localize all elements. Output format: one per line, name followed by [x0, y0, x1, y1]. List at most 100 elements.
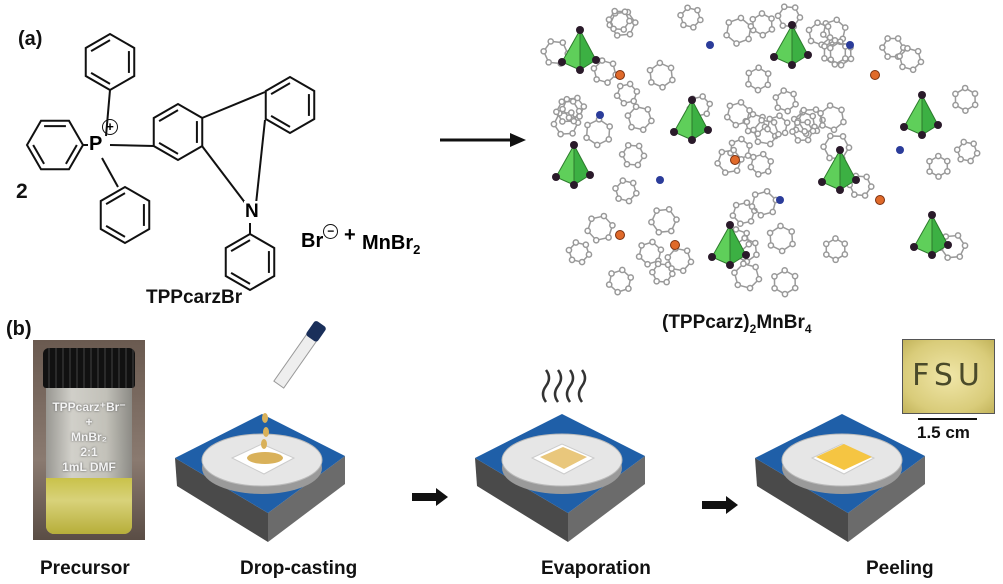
carbon-atom: [751, 191, 759, 198]
phenyl-ring-top: [84, 32, 136, 92]
carbon-atom: [952, 90, 959, 98]
carbon-atom: [559, 39, 567, 46]
carbon-atom: [679, 267, 687, 275]
carbon-atom: [822, 251, 830, 258]
step-evaporation: Evaporation: [541, 558, 651, 579]
carbon-atom: [775, 130, 782, 138]
carbon-atom: [578, 258, 586, 266]
phenyl-ball-stick: [550, 109, 582, 138]
bromide-label: Br: [301, 230, 324, 252]
phosphorus-atom: [870, 70, 880, 80]
nitrogen-atom: [846, 41, 854, 49]
carbon-atom: [733, 167, 741, 174]
carbon-atom: [809, 127, 817, 135]
carbon-atom: [737, 14, 745, 22]
carbon-atom: [753, 251, 760, 259]
vial-solution: [46, 478, 132, 534]
mnbr4-tetrahedron: [708, 221, 750, 269]
carbon-atom: [746, 284, 754, 292]
bond: [255, 119, 266, 205]
carbon-atom: [558, 98, 566, 106]
double-bond: [65, 144, 78, 165]
carbon-atom: [575, 107, 583, 115]
carbon-atom: [783, 119, 791, 127]
bond: [109, 144, 155, 147]
carbon-atom: [559, 105, 566, 113]
peeling-platform: [755, 414, 925, 542]
tetra-face: [691, 99, 709, 141]
phenyl-ball-stick: [613, 80, 641, 107]
carbon-atom: [605, 234, 612, 241]
carbon-atom: [640, 152, 648, 160]
carbon-atom: [569, 130, 576, 137]
ring-bonds: [224, 232, 276, 292]
carbon-atom: [547, 38, 555, 45]
mnbr4-tetrahedron: [558, 26, 600, 74]
carbon-atom: [590, 65, 598, 72]
carbon-atom: [620, 26, 628, 33]
bromine-atom: [852, 176, 860, 184]
vial-text-line: +: [85, 415, 93, 429]
carbon-atom: [780, 87, 788, 94]
ring-bonds: [152, 102, 204, 162]
carbon-atom: [861, 192, 869, 199]
carbon-atom: [749, 153, 757, 161]
ring-bonds: [954, 87, 976, 112]
platform-side-left: [475, 458, 568, 542]
carbon-atom: [583, 134, 590, 142]
carbon-atom: [747, 22, 755, 30]
nitrogen-atom: [776, 196, 784, 204]
carbon-atom: [572, 239, 580, 246]
carbon-atom: [706, 100, 714, 108]
carbon-atom: [557, 130, 564, 138]
carbon-atom: [884, 35, 891, 42]
carbon-atom: [850, 191, 858, 199]
carbon-atom: [781, 266, 789, 274]
phenyl-ball-stick: [731, 260, 763, 292]
carbon-atom: [673, 216, 680, 223]
ring-bonds: [823, 39, 847, 66]
carbon-atom: [616, 82, 624, 90]
carbon-atom: [781, 129, 789, 137]
double-bond: [230, 239, 251, 252]
carbon-atom: [745, 69, 753, 77]
carbon-atom: [748, 203, 756, 210]
carbon-atom: [610, 25, 617, 33]
tetra-face: [791, 24, 809, 66]
phenyl-ball-stick: [664, 245, 695, 275]
phenyl-ball-stick: [649, 260, 676, 286]
carbon-atom: [626, 30, 634, 38]
bromine-atom: [708, 253, 716, 261]
carbon-atom: [752, 263, 759, 271]
carbon-atom: [653, 207, 660, 214]
bromine-atom: [910, 243, 918, 251]
carbon-atom: [732, 121, 740, 129]
carbon-atom: [580, 103, 588, 110]
phenyl-ball-stick: [926, 152, 951, 180]
carbon-atom: [582, 241, 590, 249]
carbon-atom: [728, 139, 736, 147]
bromine-atom: [928, 251, 936, 259]
bromine-atom: [900, 123, 908, 131]
carbon-atom: [747, 217, 755, 225]
phenyl-ball-stick: [750, 116, 782, 148]
carbon-atom: [664, 253, 672, 261]
carbon-atom: [822, 240, 830, 248]
vial-cap: [43, 348, 135, 388]
carbon-atom: [954, 232, 962, 239]
carbon-atom: [749, 15, 757, 23]
phenyl-ball-stick: [745, 64, 772, 94]
carbon-atom: [667, 64, 675, 72]
bromine-atom: [788, 61, 796, 69]
carbon-atom: [644, 260, 651, 268]
carbon-atom: [755, 275, 763, 283]
carbon-atom: [776, 112, 783, 120]
carbon-atom: [613, 32, 621, 39]
phenyl-ball-stick: [953, 138, 981, 165]
product-text-2: MnBr: [756, 312, 805, 333]
carbon-atom: [741, 234, 748, 242]
platform-side-left: [175, 458, 268, 542]
carbon-atom: [767, 158, 775, 165]
phenyl-ball-stick: [565, 239, 593, 266]
